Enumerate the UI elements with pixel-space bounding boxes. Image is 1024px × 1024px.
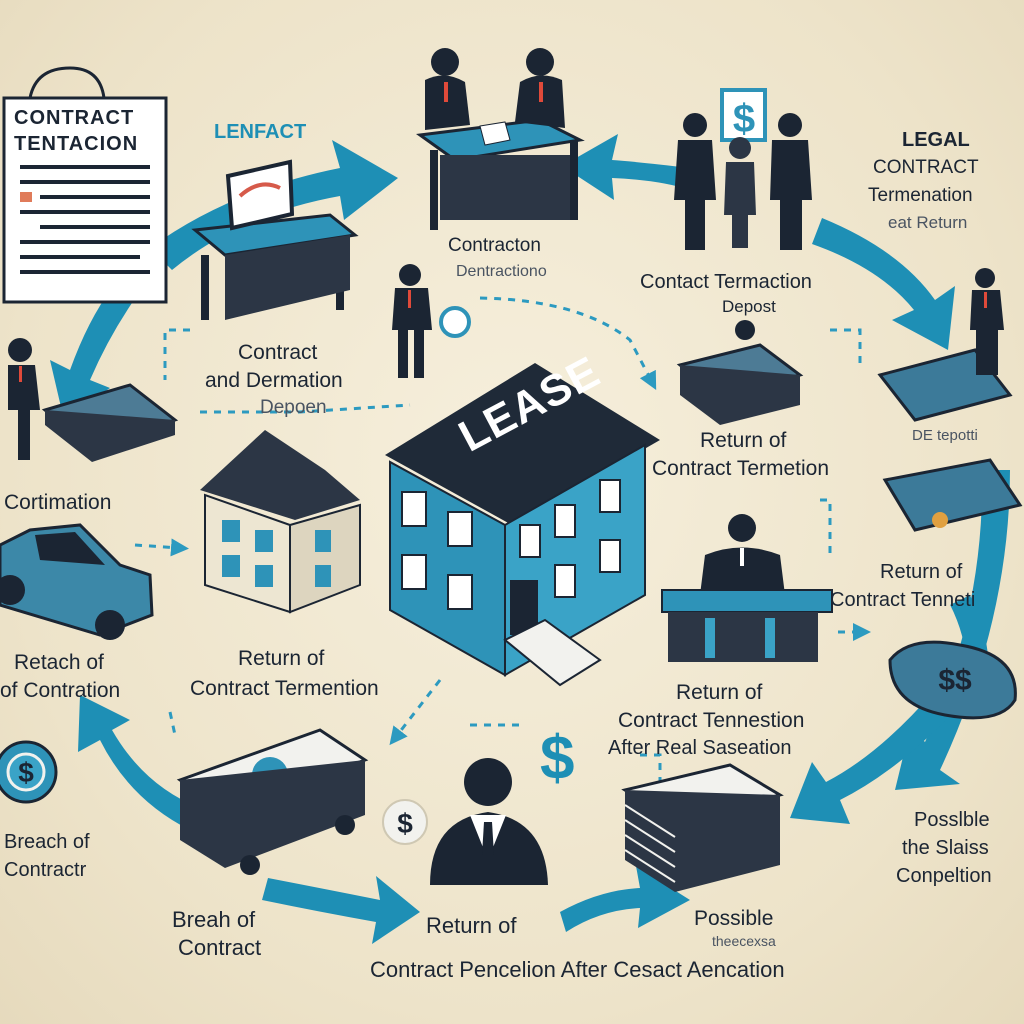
retach-label-line2: of Contration (0, 679, 121, 702)
arrow-bottom-right (560, 866, 690, 932)
de-tepotti-label: DE tepotti (912, 427, 978, 444)
connector-right-top (830, 328, 862, 370)
possible-bottom-sublabel: theecexsa (712, 933, 776, 949)
connector-bottom-left (168, 711, 177, 736)
return-after-line3: After Real Saseation (608, 737, 792, 759)
cortimation-label: Cortimation (4, 491, 112, 514)
legal-label-line2: CONTRACT (873, 157, 979, 178)
bottom-caption: Contract Pencelion After Cesact Aencatio… (370, 957, 785, 982)
money-stack-right-mid (882, 458, 1023, 532)
return-center-line2: Contract Termention (190, 677, 379, 700)
contact-termaction-line2: Depost (722, 297, 776, 316)
breah-contract-line2: Contract (178, 935, 262, 960)
return-after-line1: Return of (676, 681, 763, 704)
coin-bottom-icon: $ (382, 799, 428, 845)
desk-person-icon (661, 514, 833, 662)
coin-left-icon: $ (0, 740, 58, 804)
arrow-right-down (812, 218, 955, 350)
retach-label-line1: Retach of (14, 651, 104, 674)
connector-left-bottom (200, 403, 411, 414)
money-stack-center-right (676, 320, 804, 425)
dollar-sign-large: $ (540, 724, 575, 793)
return-bottom-line1: Return of (426, 913, 517, 938)
dashed-connectors (134, 296, 871, 800)
svg-text:$: $ (733, 97, 755, 141)
return-center-line1: Return of (238, 647, 325, 670)
arrow-right-long (895, 470, 1010, 790)
arrow-left-up (50, 288, 134, 420)
legal-label-line1: LEGAL (902, 129, 970, 151)
people-payment-icon: $ (674, 88, 812, 250)
connector-center-low (389, 679, 442, 746)
svg-text:$: $ (18, 757, 34, 788)
car-icon (0, 523, 154, 640)
money-stack-right-top (877, 268, 1013, 422)
connector-bottom-right (640, 753, 662, 800)
return-contract-mid-line2: Contract Termetion (652, 457, 830, 480)
businessman-bust-icon (430, 758, 548, 885)
man-with-lock-icon (392, 264, 471, 378)
arrow-bottom-center (262, 876, 420, 944)
contract-dermation-line1: Contract (238, 341, 318, 364)
legal-label-line3: Termenation (868, 185, 973, 206)
connector-left-mid (163, 328, 190, 380)
svg-text:$$: $$ (938, 664, 972, 697)
money-bag-right: $$ (888, 640, 1017, 720)
contracton-label-line2: Dentractiono (456, 263, 547, 280)
contract-dermation-line3: Depoen (260, 397, 327, 418)
connector-right-mid (820, 498, 832, 555)
money-truck (176, 728, 369, 875)
svg-text:$: $ (397, 808, 413, 839)
breah-contract-line1: Breah of (172, 907, 256, 932)
possible-right-line2: the Slaiss (902, 837, 989, 859)
return-contract-right-line2: Contract Tenneti (830, 589, 976, 611)
return-after-line2: Contract Tennestion (618, 709, 805, 732)
lease-building-icon (385, 363, 660, 687)
return-contract-mid-line1: Return of (700, 429, 787, 452)
connector-left-car (134, 538, 189, 557)
return-contract-right-line1: Return of (880, 561, 963, 583)
money-stack-bottom-right (621, 763, 784, 892)
arrow-bottom-right-down (790, 690, 960, 824)
legal-label-line4: eat Return (888, 213, 968, 232)
contracton-label-line1: Contracton (448, 235, 541, 256)
arrow-top-right (562, 134, 690, 200)
contact-termaction-line1: Contact Termaction (640, 271, 812, 293)
breach-contract-line2: Contractr (4, 859, 87, 881)
lenfact-label: LENFACT (214, 121, 307, 143)
document-title-line2: TENTACION (14, 133, 139, 155)
possible-right-line3: Conpeltion (896, 865, 992, 887)
possible-bottom-label: Possible (694, 907, 774, 930)
contract-document-icon (2, 66, 168, 304)
breach-contract-line1: Breach of (4, 831, 90, 853)
arrow-bottom-left (78, 695, 200, 830)
money-stack-left (8, 338, 179, 462)
possible-right-line1: Posslble (914, 809, 990, 831)
document-title-line1: CONTRACT (14, 107, 135, 129)
meeting-table-icon (416, 48, 585, 230)
laptop-desk-icon (191, 159, 359, 320)
house-icon (200, 430, 361, 614)
contract-dermation-line2: and Dermation (205, 369, 343, 392)
